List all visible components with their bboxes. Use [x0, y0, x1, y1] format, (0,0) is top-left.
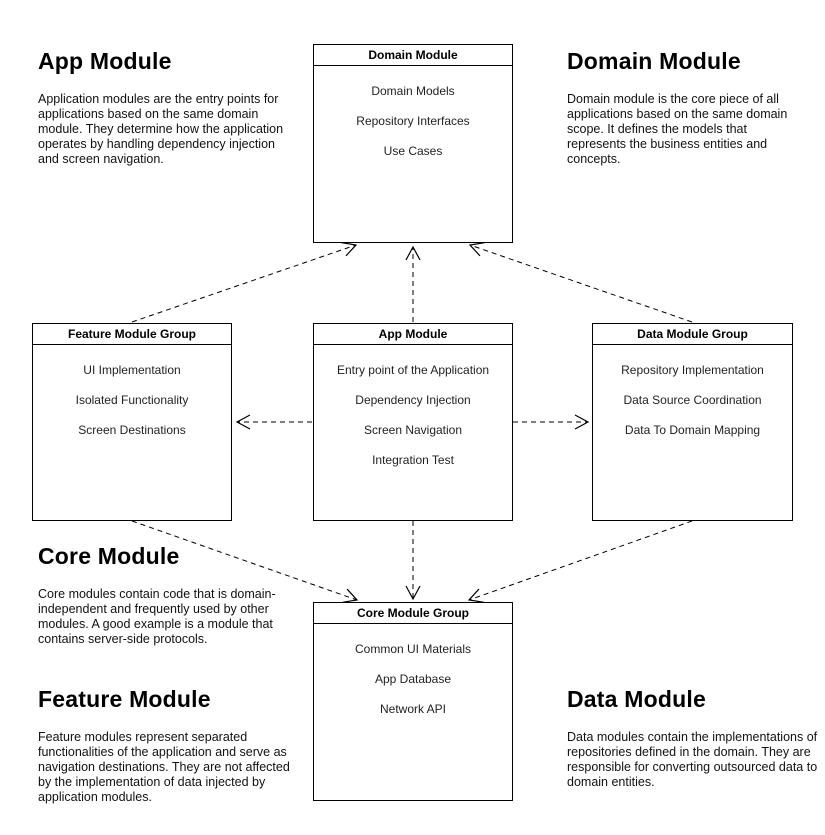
box-domain-module: Domain Module Domain Models Repository I… [313, 44, 513, 243]
list-item: Domain Models [371, 84, 455, 98]
box-data-module-group-title: Data Module Group [593, 324, 792, 345]
annotation-core-module: Core Module Core modules contain code th… [38, 543, 288, 647]
annotation-domain-module: Domain Module Domain module is the core … [567, 48, 807, 167]
box-data-module-group-items: Repository Implementation Data Source Co… [593, 345, 792, 445]
list-item: Screen Navigation [363, 423, 463, 437]
list-item: Dependency Injection [355, 393, 471, 407]
box-domain-module-title: Domain Module [314, 45, 512, 66]
list-item: Data Source Coordination [623, 393, 762, 407]
list-item: Integration Test [372, 453, 454, 467]
annotation-domain-module-description: Domain module is the core piece of all a… [567, 92, 788, 166]
annotation-domain-module-title: Domain Module [567, 48, 741, 74]
annotation-feature-module-title: Feature Module [38, 686, 211, 712]
list-item: Network API [379, 702, 447, 716]
annotation-app-module-title: App Module [38, 48, 172, 74]
box-core-module-group: Core Module Group Common UI Materials Ap… [313, 602, 513, 801]
box-feature-module-group-items: UI Implementation Isolated Functionality… [33, 345, 231, 445]
box-core-module-group-items: Common UI Materials App Database Network… [314, 624, 512, 724]
arrow-feature-to-domain [131, 242, 358, 323]
list-item: Isolated Functionality [75, 393, 189, 407]
list-item: Common UI Materials [354, 642, 472, 656]
box-app-module-items: Entry point of the Application Dependenc… [314, 345, 512, 475]
list-item: Repository Interfaces [356, 114, 470, 128]
box-feature-module-group-title: Feature Module Group [33, 324, 231, 345]
annotation-feature-module-description: Feature modules represent separated func… [38, 730, 290, 804]
list-item: Use Cases [383, 144, 443, 158]
arrow-data-to-domain [468, 242, 693, 323]
box-data-module-group: Data Module Group Repository Implementat… [592, 323, 793, 521]
box-app-module: App Module Entry point of the Applicatio… [313, 323, 513, 521]
annotation-data-module-title: Data Module [567, 686, 706, 712]
list-item: Screen Destinations [78, 423, 186, 437]
list-item: UI Implementation [83, 363, 181, 377]
box-app-module-title: App Module [314, 324, 512, 345]
list-item: App Database [374, 672, 452, 686]
list-item: Repository Implementation [621, 363, 764, 377]
annotation-app-module: App Module Application modules are the e… [38, 48, 290, 167]
box-core-module-group-title: Core Module Group [314, 603, 512, 624]
arrow-data-to-core [467, 520, 693, 603]
box-domain-module-items: Domain Models Repository Interfaces Use … [314, 66, 512, 166]
annotation-data-module-description: Data modules contain the implementations… [567, 730, 818, 789]
annotation-core-module-title: Core Module [38, 543, 180, 569]
annotation-core-module-description: Core modules contain code that is domain… [38, 587, 276, 646]
annotation-app-module-description: Application modules are the entry points… [38, 92, 284, 166]
annotation-data-module: Data Module Data modules contain the imp… [567, 686, 819, 790]
box-feature-module-group: Feature Module Group UI Implementation I… [32, 323, 232, 521]
list-item: Entry point of the Application [336, 363, 490, 377]
annotation-feature-module: Feature Module Feature modules represent… [38, 686, 290, 805]
list-item: Data To Domain Mapping [624, 423, 761, 437]
